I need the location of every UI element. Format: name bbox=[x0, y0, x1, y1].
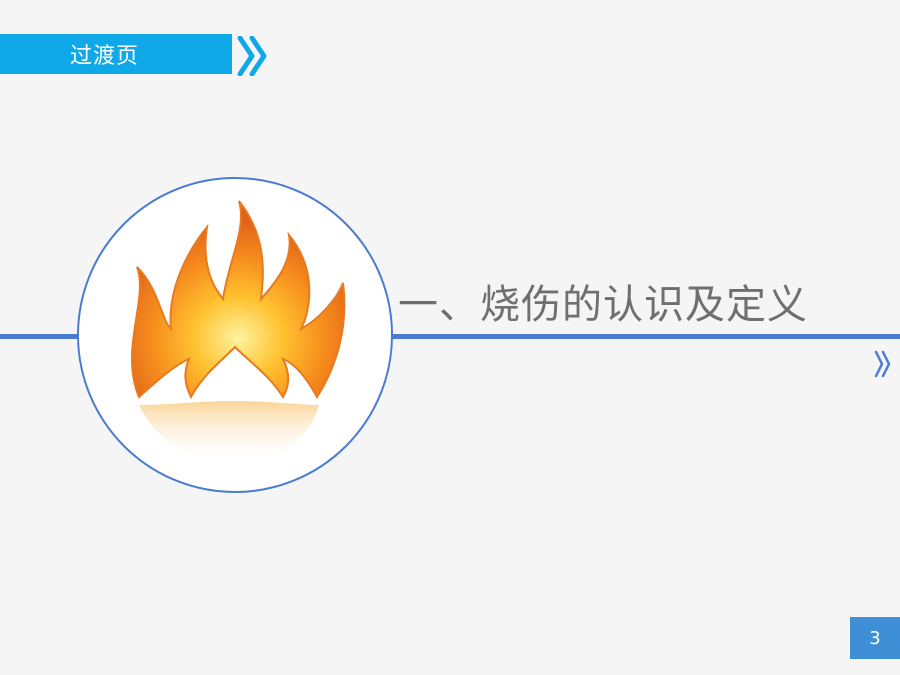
section-image-circle bbox=[77, 177, 393, 493]
section-divider-line bbox=[0, 334, 900, 339]
header-banner: 过渡页 bbox=[0, 34, 232, 74]
double-chevron-right-icon bbox=[874, 350, 891, 378]
header-title: 过渡页 bbox=[70, 44, 140, 69]
double-chevron-right-icon bbox=[237, 36, 267, 76]
page-number: 3 bbox=[869, 627, 881, 649]
section-title: 一、烧伤的认识及定义 bbox=[398, 282, 808, 328]
flame-icon bbox=[131, 200, 346, 465]
page-number-badge: 3 bbox=[850, 617, 900, 659]
